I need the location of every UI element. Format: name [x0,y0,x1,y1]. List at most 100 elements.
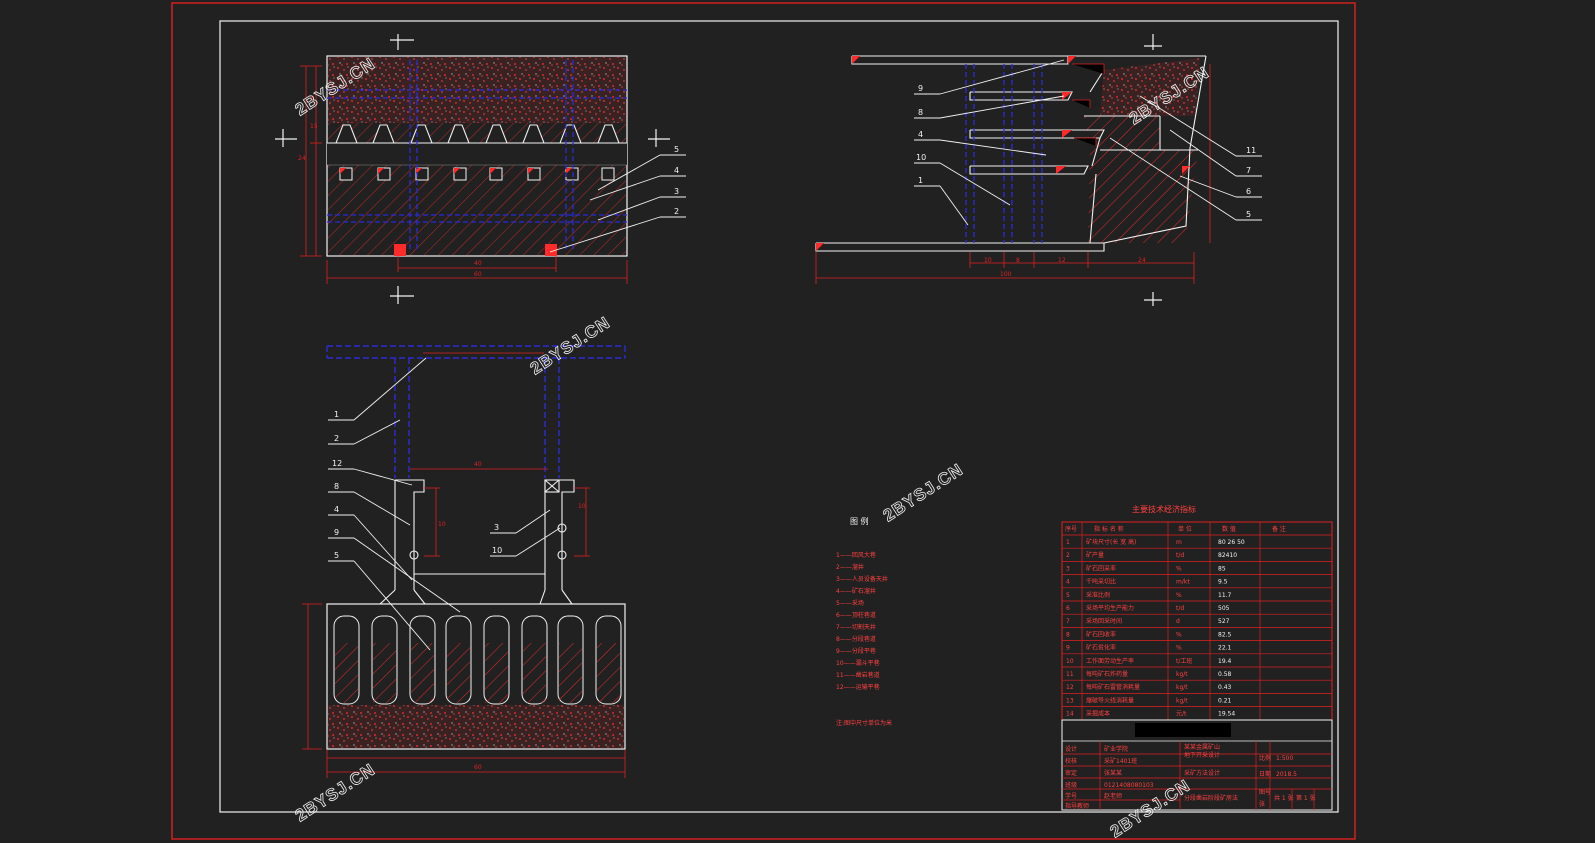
inner-frame [219,20,1339,813]
tb-value: 张某某 [1104,769,1122,777]
table-header: 数 值 [1222,525,1236,533]
title-block: 设计 校核 审定 班级 学号 指导教师 矿业学院 采矿1401班 张某某 012… [1061,719,1333,811]
table-cell: 82410 [1218,552,1237,559]
dim-label: 24 [1138,257,1146,264]
legend-item: 7——切割天井 [836,623,876,631]
tb-value: 赵老师 [1104,792,1122,800]
table-cell: 每吨矿石雷管消耗量 [1086,683,1140,691]
leader-label: 9 [918,84,923,93]
table-cell: 3 [1066,565,1070,572]
table-cell: 4 [1066,579,1070,586]
leader-label: 10 [916,153,926,162]
dim-label: 15 [310,123,318,130]
tb-label: 设计 [1065,745,1077,753]
outer-frame [171,2,1356,840]
dim-label: 10 [438,521,446,528]
table-cell: 采准比例 [1086,591,1110,599]
table-cell: 505 [1218,605,1230,612]
tb-right-label: 比例 [1259,754,1271,762]
leader-label: 8 [334,482,339,491]
table-cell: m [1176,539,1182,546]
leader-label: 4 [918,130,923,139]
table-cell: 0.21 [1218,697,1232,704]
tb-right-value: 1:500 [1276,755,1293,762]
tb-label: 学号 [1065,792,1077,800]
leader-label: 4 [674,166,679,175]
table-cell: 8 [1066,631,1070,638]
table-cell: t/d [1176,605,1184,612]
dim-label: 10 [984,257,992,264]
dim-label: 24 [298,155,306,162]
leader-label: 3 [494,523,499,532]
table-cell: 11.7 [1218,592,1232,599]
view-right-section: 10 8 12 24 100 9 8 4 10 1 1 [815,34,1262,306]
table-header: 单 位 [1178,525,1192,533]
table-cell: 11 [1066,671,1074,678]
leader-label: 9 [334,528,339,537]
tb-right-label: 日期 [1259,770,1271,778]
leader-label: 3 [674,187,679,196]
table-cell: % [1176,631,1182,638]
dim-label: 12 [1058,257,1066,264]
table-cell: m/kt [1176,579,1190,586]
legend-item: 5——采场 [836,599,864,607]
leader-label: 6 [1246,187,1251,196]
legend-item: 2——溜井 [836,563,864,571]
table-cell: 19.54 [1218,711,1235,718]
tb-right-label: 图号 [1259,789,1271,796]
table-cell: 千吨采切比 [1086,578,1116,586]
tb-value: 矿业学院 [1104,745,1128,753]
table-cell: 7 [1066,618,1070,625]
table-header: 指 标 名 称 [1094,525,1124,533]
table-cell: 6 [1066,605,1070,612]
dim-label: 8 [1016,257,1020,264]
table-cell: 2 [1066,552,1070,559]
table-cell: t/d [1176,552,1184,559]
view-bottom-plan: 40 10 10 60 1 2 12 8 4 9 5 3 10 [302,345,626,778]
table-cell: % [1176,565,1182,572]
watermark-text: 2BYSJ.CN [292,760,379,826]
dim-label: 40 [474,260,482,267]
leader-label: 12 [332,459,342,468]
tb-label: 审定 [1065,769,1077,777]
tb-center-sub: 采矿方法设计 [1184,769,1220,777]
leader-label: 7 [1246,166,1251,175]
table-cell: 22.1 [1218,645,1232,652]
dim-label: 60 [474,764,482,771]
table-cell: kg/t [1176,697,1188,704]
tb-right-value: 第 1 张 [1296,794,1316,802]
leader-label: 1 [918,176,923,185]
tb-label: 班级 [1065,781,1077,789]
table-cell: 工作面劳动生产率 [1086,657,1134,665]
leader-label: 2 [674,207,679,216]
table-cell: 元/t [1176,711,1187,718]
table-cell: 矿石贫化率 [1086,644,1116,652]
table-cell: 5 [1066,592,1070,599]
legend-item: 10——漏斗平巷 [836,659,880,667]
tb-label: 指导教师 [1065,802,1089,810]
table-title: 主要技术经济指标 [1132,504,1196,514]
legend-item: 12——运输平巷 [836,683,880,691]
table-cell: 12 [1066,684,1074,691]
legend-item: 11——凿岩巷道 [836,671,880,679]
redacted-bar [1135,723,1231,737]
dim-label: 100 [1000,271,1012,278]
tb-value: 采矿1401班 [1104,757,1137,765]
leader-label: 1 [334,410,339,419]
legend-title: 图 例 [850,516,869,526]
leader-label: 5 [1246,210,1251,219]
view-left-section: 8 15 24 40 60 5 4 3 2 [275,34,686,304]
table-cell: 0.58 [1218,671,1232,678]
table-cell: 0.43 [1218,684,1232,691]
dim-label: 60 [474,271,482,278]
dim-label: 8 [310,95,314,102]
table-cell: 19.4 [1218,658,1232,665]
dim-label: 40 [474,461,482,468]
legend-item: 3——人员设备天井 [836,575,888,583]
table-cell: % [1176,645,1182,652]
leader-label: 5 [674,145,679,154]
tb-value: 0121408080103 [1104,782,1154,789]
leader-label: 5 [334,551,339,560]
table-header: 备 注 [1272,525,1286,533]
